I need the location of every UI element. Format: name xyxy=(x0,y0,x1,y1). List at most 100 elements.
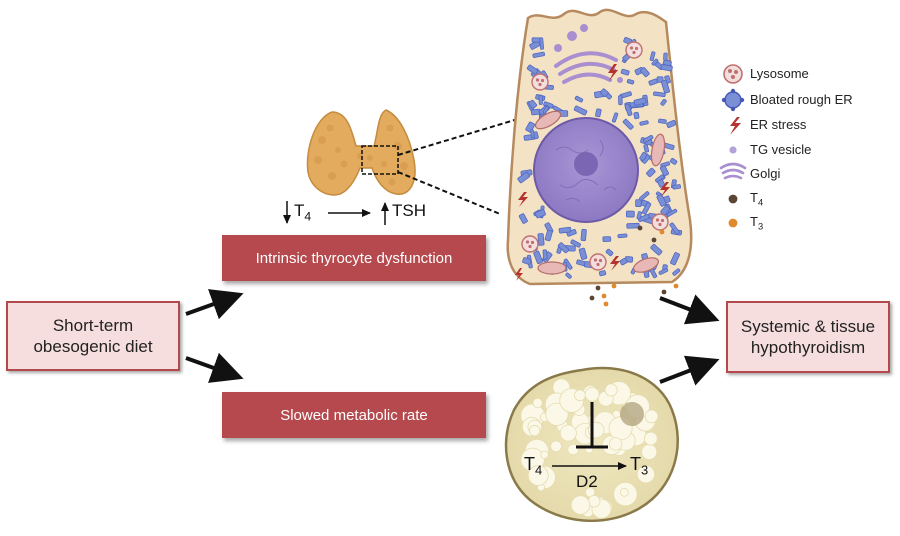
er-fragment xyxy=(580,228,587,242)
thyrocyte-dysfunction-box: Intrinsic thyrocyte dysfunction xyxy=(222,235,486,281)
lysosome-granule xyxy=(634,46,639,51)
arrow-diet-to-metabolic-icon xyxy=(185,352,244,383)
er-fragment xyxy=(635,199,642,208)
lysosome-granule xyxy=(540,78,545,83)
er-fragment xyxy=(626,222,640,229)
er-fragment xyxy=(641,202,652,215)
er-fragment xyxy=(650,243,663,256)
er-fragment xyxy=(633,97,647,106)
lipid-droplet xyxy=(529,424,541,437)
er-fragment xyxy=(653,91,666,97)
er-fragment xyxy=(528,99,538,109)
lysosome-organelle xyxy=(625,41,643,59)
lipid-droplet xyxy=(540,450,549,459)
er-fragment xyxy=(672,184,681,190)
golgi-in-cell-icon xyxy=(554,51,618,84)
er-fragment xyxy=(619,257,628,266)
bloated-er-icon xyxy=(721,88,745,112)
er-fragment xyxy=(622,118,634,130)
er-fragment xyxy=(602,236,612,242)
lysosome-organelle xyxy=(531,73,549,91)
er-fragment xyxy=(565,272,572,279)
arrow-cell-to-outcome-icon xyxy=(659,294,720,325)
lysosome-granule xyxy=(535,78,540,82)
lipid-droplet xyxy=(619,487,629,497)
er-fragment xyxy=(660,205,671,216)
lysosome-granule xyxy=(593,258,598,262)
er-fragment xyxy=(598,270,607,277)
lysosome-granule xyxy=(525,240,530,244)
er-fragment xyxy=(666,119,677,129)
er-fragment xyxy=(624,103,633,116)
er-fragment xyxy=(538,94,543,105)
arrow-diet-to-dysfunction-icon xyxy=(185,289,244,320)
lysosome-granule xyxy=(538,82,542,87)
er-fragment xyxy=(626,79,635,85)
er-fragment xyxy=(532,51,546,58)
er-fragment xyxy=(649,51,656,62)
er-fragment xyxy=(640,67,650,78)
lipid-droplet xyxy=(550,440,562,453)
er-fragment xyxy=(570,239,581,248)
lipid-droplet xyxy=(567,443,579,456)
er-fragment xyxy=(578,247,588,260)
lysosome-granule xyxy=(528,244,532,249)
d2-enzyme-label: D2 xyxy=(576,472,598,491)
er-fragment xyxy=(526,64,539,75)
lysosome-granule xyxy=(598,258,603,263)
er-fragment xyxy=(539,37,544,50)
zoom-line-top xyxy=(397,115,529,156)
er-fragment xyxy=(639,151,648,161)
lipid-droplet xyxy=(570,495,591,515)
lipid-droplet xyxy=(584,386,600,402)
er-fragment xyxy=(557,242,570,254)
er-fragment xyxy=(660,64,673,72)
er-fragment xyxy=(542,249,548,261)
tg-vesicle-icon xyxy=(729,146,737,154)
hypothyroidism-line1: Systemic & tissue xyxy=(740,317,876,336)
lipid-droplet xyxy=(644,409,659,424)
er-fragment xyxy=(643,134,654,143)
er-fragment xyxy=(518,213,528,224)
zoom-line-bottom xyxy=(397,171,501,215)
metabolic-rate-label: Slowed metabolic rate xyxy=(280,406,428,424)
tissue-t3-label: T3 xyxy=(630,454,649,478)
er-fragment xyxy=(646,167,656,178)
legend-icons xyxy=(719,64,747,228)
lipid-droplet xyxy=(643,431,658,446)
er-fragment xyxy=(656,194,667,207)
arrow-tissue-to-outcome-icon xyxy=(659,355,720,386)
hypothyroidism-box: Systemic & tissue hypothyroidism xyxy=(726,301,890,373)
lysosome-granule xyxy=(655,218,660,222)
er-fragment xyxy=(658,118,667,124)
er-fragment xyxy=(633,111,640,120)
er-fragment xyxy=(530,129,535,139)
lysosome-granule xyxy=(596,262,600,267)
lysosome-organelle xyxy=(651,213,669,231)
er-fragment xyxy=(558,226,572,234)
er-fragment xyxy=(620,68,630,76)
er-fragment xyxy=(617,233,628,239)
legend-golgi-label: Golgi xyxy=(750,166,781,181)
er-fragment xyxy=(651,58,659,66)
er-fragment xyxy=(636,211,643,220)
thyrocyte-dysfunction-label: Intrinsic thyrocyte dysfunction xyxy=(255,249,453,267)
lipid-droplet xyxy=(574,389,586,402)
er-fragment xyxy=(643,144,650,153)
diet-box-line1: Short-term xyxy=(52,316,134,335)
legend-er-stress-label: ER stress xyxy=(750,117,807,132)
golgi-icon xyxy=(719,162,747,180)
er-fragment xyxy=(525,121,536,133)
er-fragment xyxy=(639,191,650,201)
er-fragment xyxy=(669,222,680,235)
legend-t3-label: T3 xyxy=(750,214,764,232)
tissue-t4-label: T4 xyxy=(524,454,543,478)
er-fragment xyxy=(533,250,543,265)
lysosome-organelle xyxy=(521,235,539,253)
lysosome-granule xyxy=(658,222,662,227)
er-fragment xyxy=(625,210,635,218)
er-fragment xyxy=(618,95,623,106)
er-fragment xyxy=(663,52,668,62)
er-fragment xyxy=(658,268,669,275)
